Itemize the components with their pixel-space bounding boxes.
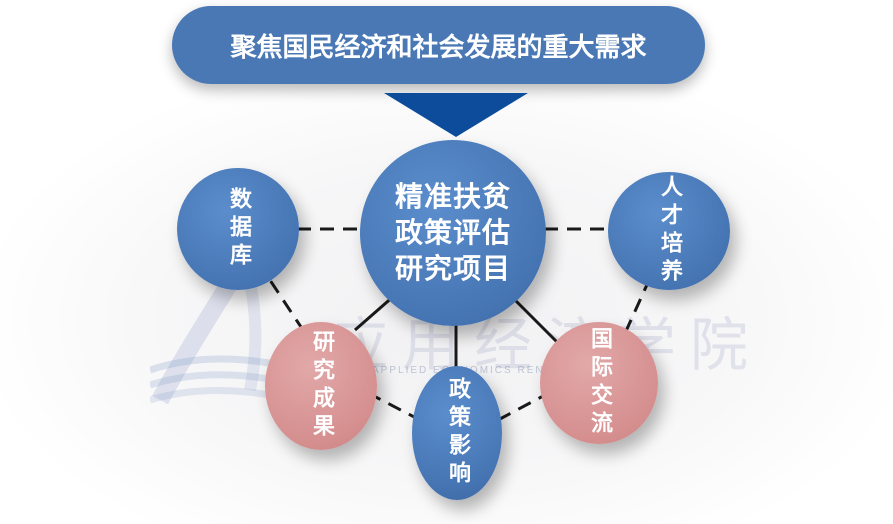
node-research-results-label: 研究成果	[309, 330, 334, 442]
link-center-results	[354, 293, 396, 332]
link-results-policy	[367, 391, 421, 422]
center-line-3: 研究项目	[394, 252, 511, 285]
down-arrow-icon	[384, 93, 528, 137]
node-talent-label: 人才培养	[657, 175, 682, 287]
node-center-project: 精准扶贫 政策评估 研究项目	[360, 140, 546, 326]
node-policy-impact-label: 政策影响	[445, 377, 470, 489]
node-research-results: 研究成果	[265, 322, 377, 450]
node-database-label: 数据库	[226, 187, 251, 271]
link-center-international	[513, 298, 562, 347]
node-international-exchange-label: 国际交流	[587, 327, 612, 439]
node-policy-impact: 政策影响	[412, 366, 502, 500]
link-policy-international	[497, 393, 546, 422]
center-line-2: 政策评估	[394, 216, 511, 249]
center-line-1: 精准扶贫	[394, 180, 511, 213]
title-text: 聚焦国民经济和社会发展的重大需求	[230, 32, 647, 63]
center-label: 精准扶贫 政策评估 研究项目	[395, 179, 511, 287]
node-database: 数据库	[177, 168, 299, 290]
node-talent: 人才培养	[608, 172, 730, 290]
node-international-exchange: 国际交流	[540, 322, 658, 444]
title-banner: 聚焦国民经济和社会发展的重大需求	[172, 6, 705, 84]
